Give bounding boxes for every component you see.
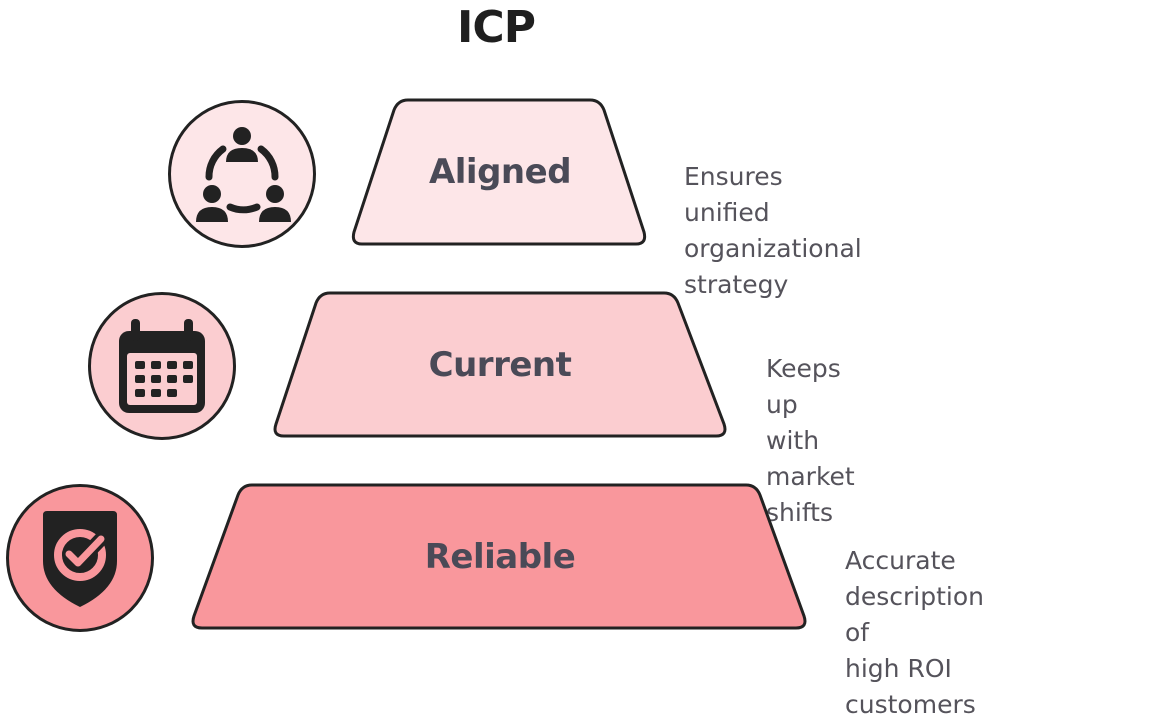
- tier-reliable-description: Accurate description of high ROI custome…: [845, 543, 984, 723]
- tier-current-description-line-1: Keeps up with market: [766, 354, 855, 491]
- team-network-icon: [196, 127, 291, 222]
- tier-reliable-shape: [191, 483, 807, 630]
- tier-current-icon-circle: [88, 292, 236, 440]
- tier-aligned-label: Aligned: [428, 152, 572, 192]
- tier-aligned-description-line-1: Ensures unified: [684, 162, 783, 227]
- calendar-icon: [119, 319, 205, 413]
- tier-aligned-icon-circle: [168, 100, 316, 248]
- tier-current-shape: [273, 291, 727, 438]
- tier-current-description-line-2: shifts: [766, 498, 834, 527]
- tier-current-description: Keeps up with market shifts: [766, 351, 855, 531]
- tier-aligned-description-line-2: organizational strategy: [684, 234, 862, 299]
- tier-current-label: Current: [428, 344, 572, 385]
- tier-reliable-label: Reliable: [424, 536, 576, 577]
- tier-reliable-icon-circle: [6, 484, 154, 632]
- diagram-title: ICP: [457, 2, 536, 53]
- tier-aligned-shape: [351, 98, 647, 246]
- tier-reliable-description-line-1: Accurate description of: [845, 546, 985, 647]
- tier-aligned-description: Ensures unified organizational strategy: [684, 159, 862, 303]
- tier-reliable-description-line-2: high ROI customers: [845, 654, 976, 719]
- shield-check-icon: [43, 511, 117, 607]
